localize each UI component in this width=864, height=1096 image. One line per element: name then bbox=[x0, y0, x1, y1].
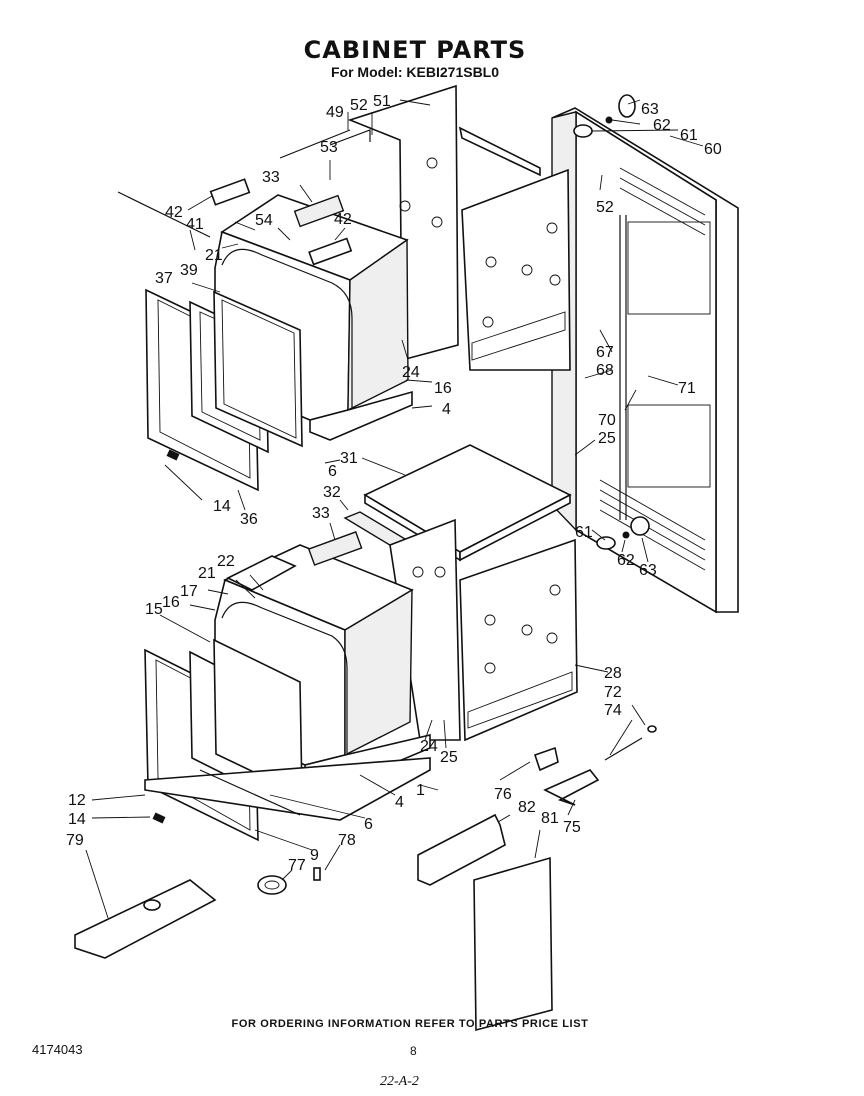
callout-12: 12 bbox=[68, 792, 86, 809]
middle-divider bbox=[343, 444, 572, 562]
callout-60: 60 bbox=[704, 141, 722, 158]
callout-21b: 21 bbox=[198, 565, 216, 582]
model-subtitle: For Model: KEBI271SBL0 bbox=[330, 64, 500, 80]
callout-68: 68 bbox=[596, 362, 614, 379]
callout-14b: 14 bbox=[68, 811, 86, 828]
callout-42b: 42 bbox=[334, 211, 352, 228]
callout-31: 31 bbox=[340, 450, 358, 467]
callout-4b: 4 bbox=[395, 794, 404, 811]
callout-39: 39 bbox=[180, 262, 198, 279]
callout-70: 70 bbox=[598, 412, 616, 429]
page-title: CABINET PARTS bbox=[303, 36, 527, 64]
callout-28: 28 bbox=[604, 665, 622, 682]
callout-25: 25 bbox=[598, 430, 616, 447]
callout-77: 77 bbox=[288, 857, 306, 874]
callout-81: 81 bbox=[541, 810, 559, 827]
callout-37: 37 bbox=[155, 270, 173, 287]
callout-53: 53 bbox=[320, 139, 338, 156]
lower-door-frames bbox=[144, 638, 431, 842]
callout-33: 33 bbox=[262, 169, 280, 186]
callout-49: 49 bbox=[326, 104, 344, 121]
callout-61b: 61 bbox=[575, 524, 593, 541]
callout-41: 41 bbox=[186, 216, 204, 233]
callout-72: 72 bbox=[604, 684, 622, 701]
callout-4: 4 bbox=[442, 401, 451, 418]
callout-16b: 16 bbox=[162, 594, 180, 611]
callout-6: 6 bbox=[328, 463, 337, 480]
callout-24b: 24 bbox=[420, 738, 438, 755]
page-code: 22-A-2 bbox=[380, 1074, 419, 1089]
lower-back-panel bbox=[389, 518, 578, 742]
callout-71: 71 bbox=[678, 380, 696, 397]
page-number: 8 bbox=[410, 1044, 417, 1058]
callout-61: 61 bbox=[680, 127, 698, 144]
callout-76: 76 bbox=[494, 786, 512, 803]
callout-79: 79 bbox=[66, 832, 84, 849]
callout-9: 9 bbox=[310, 847, 319, 864]
callout-62: 62 bbox=[653, 117, 671, 134]
leader-lines bbox=[85, 99, 704, 919]
callout-6b: 6 bbox=[364, 816, 373, 833]
callout-67: 67 bbox=[596, 344, 614, 361]
callout-25b: 25 bbox=[440, 749, 458, 766]
callout-36: 36 bbox=[240, 511, 258, 528]
callout-15: 15 bbox=[145, 601, 163, 618]
callout-62b: 62 bbox=[617, 552, 635, 569]
callout-52b: 52 bbox=[596, 199, 614, 216]
callout-17: 17 bbox=[180, 583, 198, 600]
callout-82: 82 bbox=[518, 799, 536, 816]
upper-door-frames bbox=[145, 288, 303, 492]
callout-75: 75 bbox=[563, 819, 581, 836]
callout-42: 42 bbox=[165, 204, 183, 221]
callout-33b: 33 bbox=[312, 505, 330, 522]
callout-74: 74 bbox=[604, 702, 622, 719]
document-number: 4174043 bbox=[32, 1042, 83, 1057]
side-panel-60 bbox=[551, 94, 739, 614]
ordering-info-note: FOR ORDERING INFORMATION REFER TO PARTS … bbox=[231, 1018, 589, 1030]
callout-63: 63 bbox=[641, 101, 659, 118]
callout-51: 51 bbox=[373, 93, 391, 110]
callout-1: 1 bbox=[416, 782, 425, 799]
callout-32: 32 bbox=[323, 484, 341, 501]
callout-21: 21 bbox=[205, 247, 223, 264]
loose-hardware bbox=[74, 725, 657, 1032]
callout-22: 22 bbox=[217, 553, 235, 570]
callout-24: 24 bbox=[402, 364, 420, 381]
upper-back-panel bbox=[347, 84, 571, 371]
callout-numbers: 63 62 61 60 49 52 51 53 33 42 41 54 21 3… bbox=[66, 93, 722, 874]
callout-16: 16 bbox=[434, 380, 452, 397]
callout-52: 52 bbox=[350, 97, 368, 114]
callout-63b: 63 bbox=[639, 562, 657, 579]
callout-14: 14 bbox=[213, 498, 231, 515]
callout-54: 54 bbox=[255, 212, 273, 229]
callout-78: 78 bbox=[338, 832, 356, 849]
